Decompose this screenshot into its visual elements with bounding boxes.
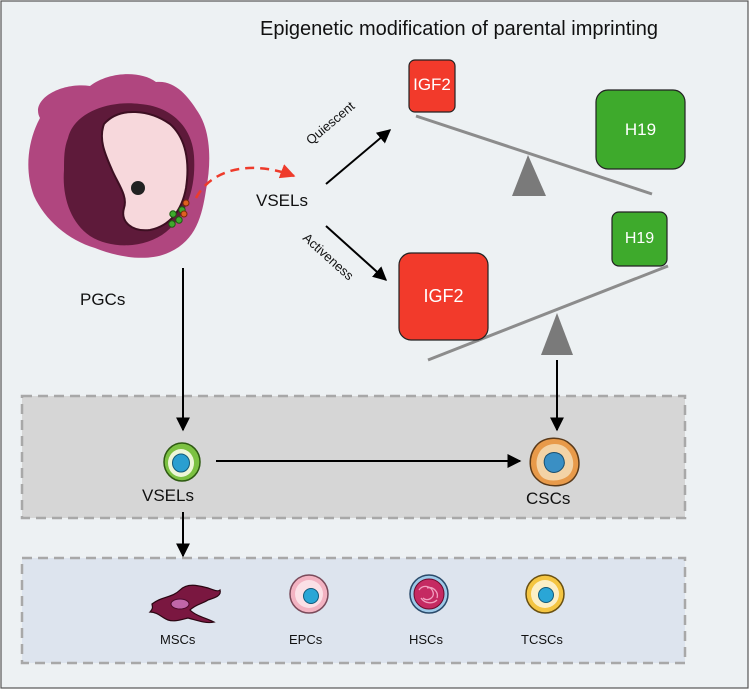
igf2-box-bottom [398, 252, 489, 341]
diagram-title: Epigenetic modification of parental impr… [260, 18, 658, 40]
hsc-label: HSCs [409, 632, 443, 647]
h19-bottom-label: H19 [624, 230, 655, 247]
pgc-cell [28, 74, 210, 258]
pgc-nucleus [100, 110, 189, 232]
igf2-bottom-label: IGF2 [423, 286, 464, 306]
balance-top [408, 59, 686, 196]
arrow-quiescent [325, 129, 392, 185]
cscs-cell [529, 437, 580, 487]
tcsc-label: TCSCs [521, 632, 563, 647]
dashed-arrow-to-vsels [194, 164, 296, 199]
msc-label: MSCs [160, 632, 196, 647]
h19-top-label: H19 [624, 120, 657, 139]
vsels-top-label: VSELs [256, 191, 308, 210]
balance-bottom [398, 211, 669, 362]
arrow-activeness [325, 225, 388, 281]
vsels-mid-label: VSELs [142, 486, 194, 505]
epc-label: EPCs [289, 632, 323, 647]
epc-cell [289, 574, 329, 614]
vsels-cell [163, 442, 201, 482]
h19-box-bottom [611, 211, 668, 267]
hsc-cell [409, 574, 449, 614]
progenitor-panel [20, 556, 687, 665]
pgc-nucleolus [131, 181, 145, 195]
igf2-box-top [408, 59, 456, 113]
msc-cell [148, 584, 221, 624]
balance-bottom-beam [427, 264, 669, 362]
vsels-cscs-panel [20, 394, 687, 520]
balance-top-beam [415, 114, 653, 196]
h19-box-top [595, 89, 686, 170]
cscs-label: CSCs [526, 489, 571, 508]
igf2-top-label: IGF2 [413, 75, 451, 94]
pgcs-label: PGCs [80, 290, 126, 309]
tcsc-cell [525, 574, 565, 614]
balance-top-fulcrum [512, 155, 546, 196]
balance-bottom-fulcrum [541, 313, 573, 355]
